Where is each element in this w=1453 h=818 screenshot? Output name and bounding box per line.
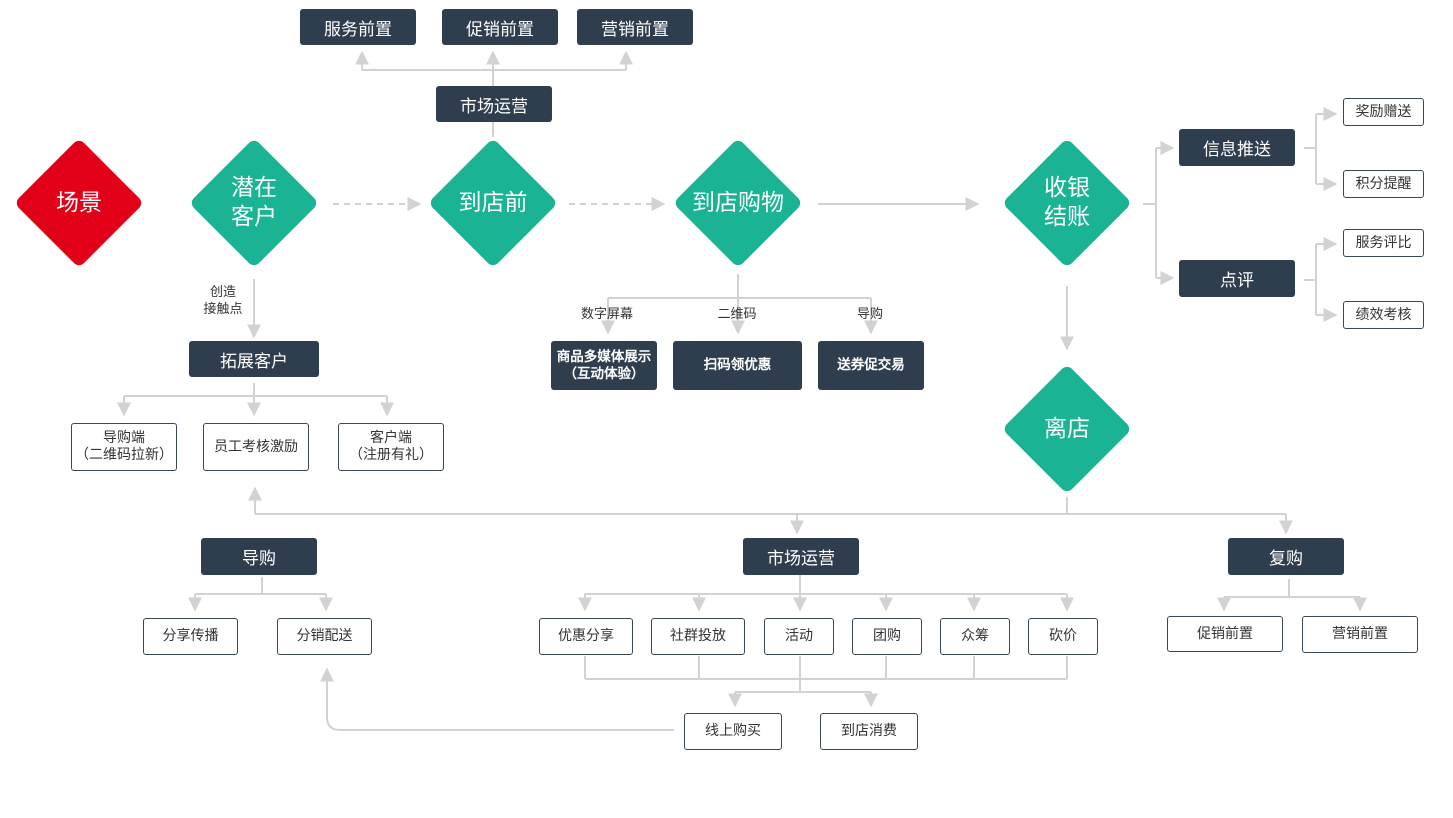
client-end-box: 客户端 （注册有礼）: [338, 423, 444, 471]
guide-label: 导购: [856, 307, 883, 322]
activity-box: 活动: [764, 618, 834, 655]
market-ops-bottom-box: 市场运营: [743, 538, 859, 575]
scan-coupon-box: 扫码领优惠: [673, 341, 802, 390]
guide-end-box: 导购端 （二维码拉新）: [71, 423, 177, 471]
in-store-shopping-label: 到店购物: [692, 189, 784, 216]
community-ads-box: 社群投放: [651, 618, 745, 655]
leave-store-diamond: 离店: [1001, 363, 1133, 495]
promo-front-box: 促销前置: [442, 9, 558, 45]
repurchase-promo-front-box: 促销前置: [1167, 616, 1283, 652]
review-box: 点评: [1179, 260, 1295, 297]
guide-box: 导购: [201, 538, 317, 575]
reward-gift-box: 奖励赠送: [1343, 98, 1424, 126]
potential-customer-label: 潜在 客户: [231, 175, 277, 230]
repurchase-marketing-front-box: 营销前置: [1302, 616, 1418, 653]
digital-screen-label: 数字屏幕: [580, 307, 633, 322]
service-front-box: 服务前置: [300, 9, 416, 45]
bargain-box: 砍价: [1028, 618, 1098, 655]
potential-customer-diamond: 潜在 客户: [188, 137, 320, 269]
discount-share-box: 优惠分享: [539, 618, 633, 655]
checkout-label: 收银 结账: [1044, 175, 1090, 230]
expand-customers-box: 拓展客户: [189, 341, 319, 377]
marketing-front-box: 营销前置: [577, 9, 693, 45]
points-reminder-box: 积分提醒: [1343, 170, 1424, 198]
service-rating-box: 服务评比: [1343, 229, 1424, 257]
create-touchpoint-label: 创造 接触点: [203, 285, 243, 317]
staff-incentive-box: 员工考核激励: [203, 423, 309, 471]
scene-label: 场景: [56, 189, 102, 216]
before-store-diamond: 到店前: [427, 137, 559, 269]
in-store-shopping-diamond: 到店购物: [672, 137, 804, 269]
before-store-label: 到店前: [458, 189, 528, 216]
share-spread-box: 分享传播: [143, 618, 238, 655]
multimedia-box: 商品多媒体展示 （互动体验）: [551, 341, 657, 390]
coupon-trade-box: 送券促交易: [818, 341, 924, 390]
info-push-box: 信息推送: [1179, 129, 1295, 166]
qr-code-label: 二维码: [717, 307, 757, 322]
online-purchase-box: 线上购买: [684, 713, 782, 750]
distribution-box: 分销配送: [277, 618, 372, 655]
scene-diamond: 场景: [13, 137, 145, 269]
repurchase-box: 复购: [1228, 538, 1344, 575]
market-ops-top-box: 市场运营: [436, 86, 552, 122]
checkout-diamond: 收银 结账: [1001, 137, 1133, 269]
group-buy-box: 团购: [852, 618, 922, 655]
in-store-consume-box: 到店消费: [820, 713, 918, 750]
performance-review-box: 绩效考核: [1343, 301, 1424, 329]
leave-store-label: 离店: [1044, 415, 1090, 442]
crowdfunding-box: 众筹: [940, 618, 1010, 655]
